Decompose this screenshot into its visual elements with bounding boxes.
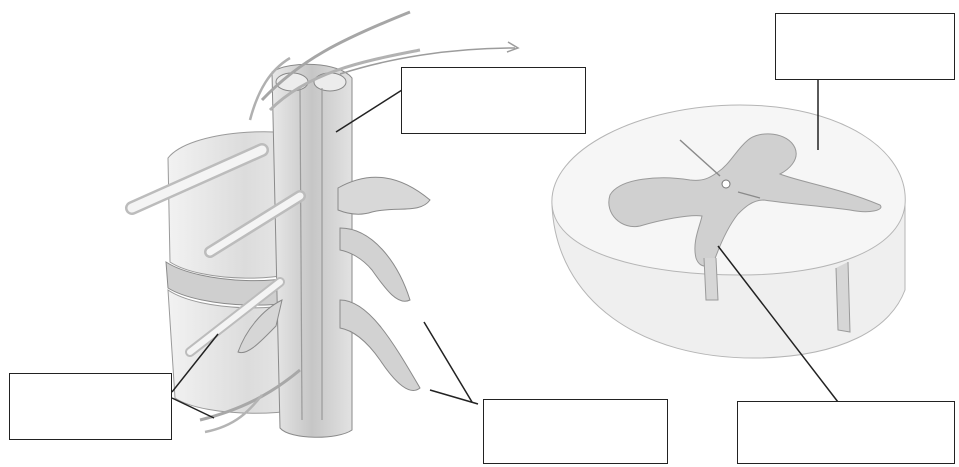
label-box-top-right[interactable]: [775, 13, 955, 80]
leader-bottom-middle-b: [430, 390, 478, 404]
label-box-bottom-middle[interactable]: [483, 399, 668, 464]
spinal-cord-cross-section-illustration: [552, 105, 905, 358]
central-canal: [722, 180, 730, 188]
spinal-nerve-upper: [338, 177, 430, 214]
label-box-bottom-left[interactable]: [9, 373, 172, 440]
label-box-top-middle[interactable]: [401, 67, 586, 134]
label-box-bottom-right[interactable]: [737, 401, 955, 464]
cord-cut-top-right: [314, 73, 346, 91]
